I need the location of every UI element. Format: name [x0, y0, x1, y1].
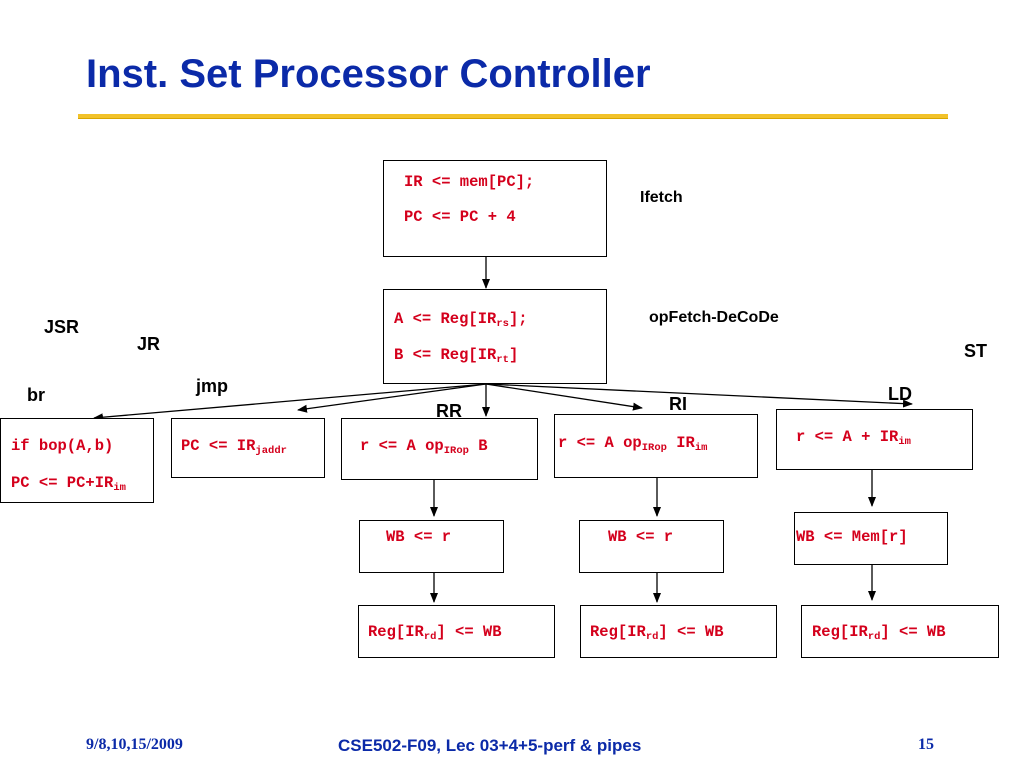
rr-regwrite-line: Reg[IRrd] <= WB: [368, 623, 502, 643]
ri-regwrite-box: [580, 605, 777, 658]
rr-exec-line: r <= A opIRop B: [360, 437, 488, 457]
label-ri: RI: [669, 394, 687, 414]
ri-regwrite-line: Reg[IRrd] <= WB: [590, 623, 724, 643]
ld-regwrite-box: [801, 605, 999, 658]
ri-writeback-box: [579, 520, 724, 573]
arrow-to-ri: [485, 383, 643, 411]
decode-line-1: A <= Reg[IRrs];: [394, 310, 528, 330]
arrow-to-branch: [93, 383, 487, 422]
jump-line: PC <= IRjaddr: [181, 437, 287, 457]
ld-regwrite-line: Reg[IRrd] <= WB: [812, 623, 946, 643]
branch-state-box: [0, 418, 154, 503]
rr-regwrite-box: [358, 605, 555, 658]
ifetch-line-1: IR <= mem[PC];: [404, 173, 535, 191]
branch-line-2: PC <= PC+IRim: [11, 474, 126, 494]
label-ifetch: Ifetch: [640, 189, 683, 206]
rr-writeback-line: WB <= r: [386, 528, 452, 546]
ifetch-line-2: PC <= PC + 4: [404, 208, 516, 226]
footer-date: 9/8,10,15/2009: [86, 736, 183, 753]
arrow-to-ld: [485, 383, 913, 408]
footer-course: CSE502-F09, Lec 03+4+5-perf & pipes: [338, 736, 642, 755]
ifetch-state-box: [383, 160, 607, 257]
label-jsr: JSR: [44, 317, 80, 337]
slide-title: Inst. Set Processor Controller: [86, 52, 651, 96]
ld-exec-box: [776, 409, 973, 470]
rr-exec-box: [341, 418, 538, 480]
ri-exec-box: [554, 414, 758, 478]
label-rr: RR: [436, 401, 462, 421]
footer-page-number: 15: [918, 736, 934, 753]
label-jmp: jmp: [196, 376, 229, 396]
label-jr: JR: [137, 334, 161, 354]
label-opfetch-decode: opFetch-DeCoDe: [649, 309, 779, 326]
label-br: br: [27, 385, 45, 405]
ri-writeback-line: WB <= r: [608, 528, 674, 546]
decode-line-2: B <= Reg[IRrt]: [394, 346, 519, 366]
ri-exec-line: r <= A opIRop IRim: [558, 434, 708, 454]
label-st: ST: [964, 341, 988, 361]
jump-state-box: [171, 418, 325, 478]
label-ld: LD: [888, 384, 912, 404]
title-divider: [78, 114, 948, 119]
arrow-to-jump: [297, 383, 487, 413]
ld-writeback-box: [794, 512, 948, 565]
branch-line-1: if bop(A,b): [11, 437, 114, 455]
rr-writeback-box: [359, 520, 504, 573]
ld-exec-line: r <= A + IRim: [796, 428, 911, 448]
ld-writeback-line: WB <= Mem[r]: [796, 528, 908, 546]
decode-state-box: [383, 289, 607, 384]
